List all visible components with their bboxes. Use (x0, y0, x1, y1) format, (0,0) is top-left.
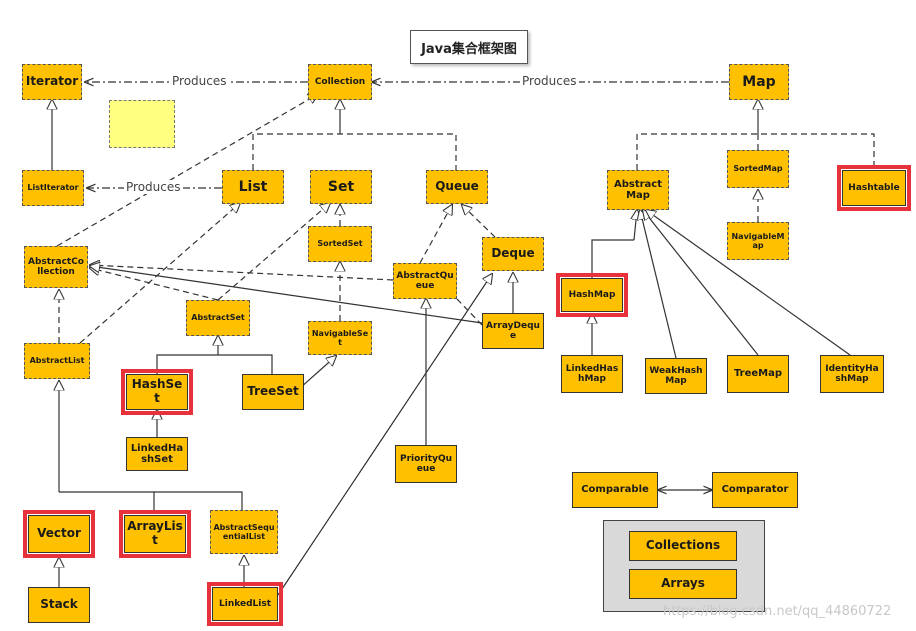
legend-swatch (109, 100, 175, 148)
node-hash-set[interactable]: HashSet (121, 369, 193, 415)
node-abstract-queue[interactable]: AbstractQueue (393, 263, 457, 299)
node-queue[interactable]: Queue (426, 170, 488, 204)
node-abstract-set[interactable]: AbstractSet (186, 300, 250, 336)
node-hash-map[interactable]: HashMap (556, 273, 628, 317)
node-weak-hash-map[interactable]: WeakHashMap (645, 358, 707, 394)
node-iterator[interactable]: Iterator (22, 64, 82, 100)
produces-label: Produces (124, 180, 183, 194)
node-linked-list[interactable]: LinkedList (207, 582, 283, 626)
node-linked-hash-set[interactable]: LinkedHashSet (126, 437, 188, 471)
produces-label: Produces (520, 74, 579, 88)
node-array-list[interactable]: ArrayList (119, 510, 191, 558)
node-tree-map[interactable]: TreeMap (727, 355, 789, 393)
node-priority-queue[interactable]: PriorityQueue (395, 445, 457, 483)
node-sorted-map[interactable]: SortedMap (727, 150, 789, 188)
produces-label: Produces (170, 74, 229, 88)
node-list-iterator[interactable]: ListIterator (22, 170, 84, 206)
node-stack[interactable]: Stack (28, 587, 90, 623)
node-comparator[interactable]: Comparator (712, 472, 798, 508)
node-navigable-map[interactable]: NavigableMap (727, 222, 789, 260)
node-array-deque[interactable]: ArrayDeque (482, 313, 544, 349)
node-abstract-collection[interactable]: AbstractCollection (24, 246, 88, 288)
node-sorted-set[interactable]: SortedSet (308, 226, 372, 262)
diagram-title: Java集合框架图 (410, 30, 528, 64)
node-map[interactable]: Map (729, 64, 789, 100)
node-linked-hash-map[interactable]: LinkedHashMap (561, 355, 623, 393)
node-collection[interactable]: Collection (308, 64, 372, 100)
node-arrays[interactable]: Arrays (629, 569, 737, 599)
node-vector[interactable]: Vector (23, 510, 95, 558)
node-navigable-set[interactable]: NavigableSet (308, 321, 372, 355)
node-comparable[interactable]: Comparable (572, 472, 658, 508)
node-tree-set[interactable]: TreeSet (242, 374, 304, 410)
node-deque[interactable]: Deque (482, 237, 544, 271)
node-hashtable[interactable]: Hashtable (837, 165, 911, 211)
node-abstract-list[interactable]: AbstractList (24, 343, 90, 379)
node-identity-hash-map[interactable]: IdentityHashMap (820, 355, 884, 393)
node-abstract-map[interactable]: AbstractMap (607, 170, 669, 210)
node-list[interactable]: List (222, 170, 284, 204)
watermark: https://blog.csdn.net/qq_44860722 (663, 604, 892, 619)
node-set[interactable]: Set (310, 170, 372, 204)
node-collections[interactable]: Collections (629, 531, 737, 561)
node-abstract-sequential-list[interactable]: AbstractSequentialList (210, 510, 278, 554)
